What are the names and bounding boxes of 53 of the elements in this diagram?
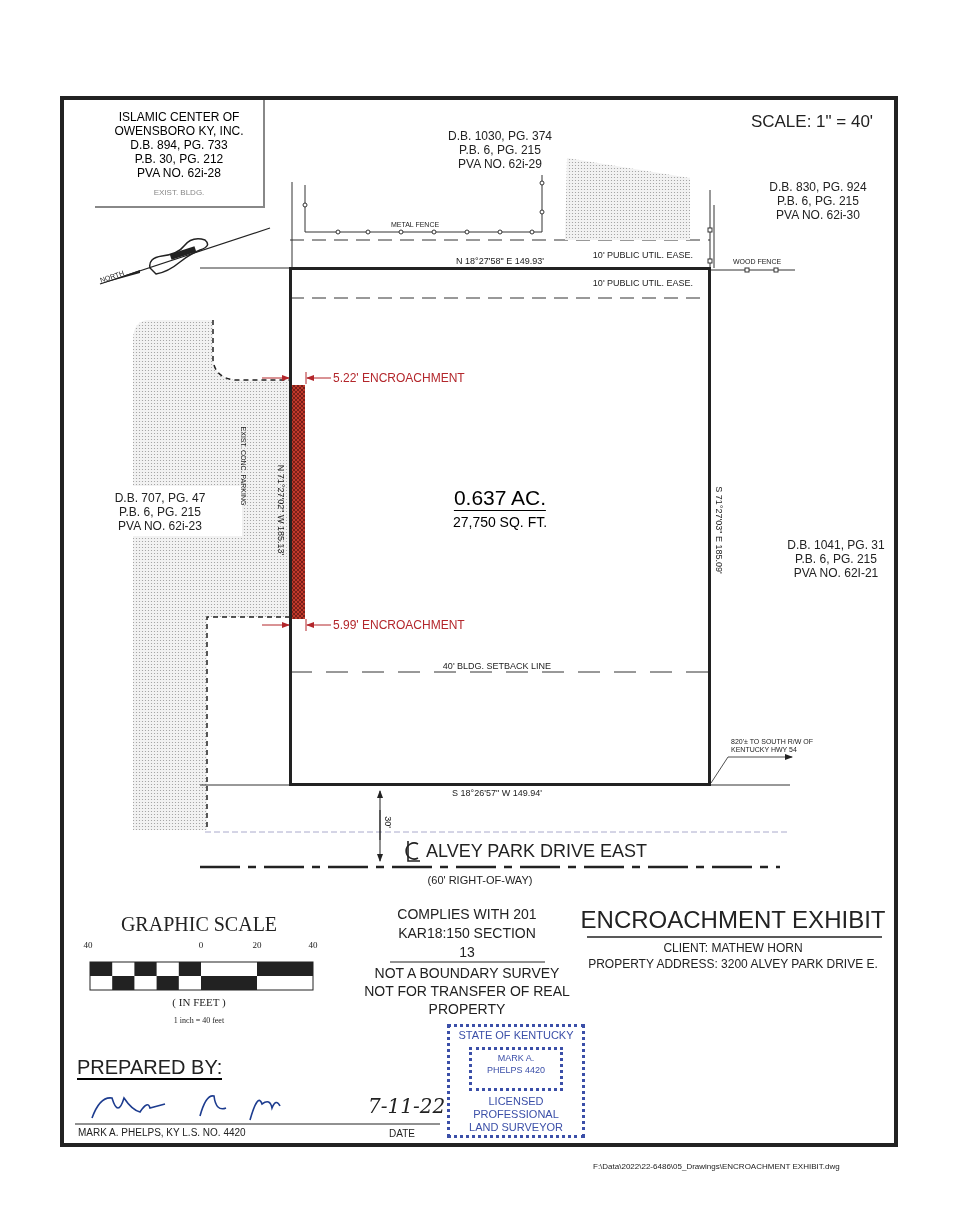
- building-box: [95, 100, 265, 208]
- scale-title: GRAPHIC SCALE: [120, 913, 278, 935]
- date-label: DATE: [389, 1128, 415, 1140]
- parcel-number: PVA NO. 62i-23: [118, 519, 202, 533]
- deed-reference: D.B. 707, PG. 47: [114, 491, 206, 505]
- title-heading: ENCROACHMENT EXHIBIT: [580, 906, 886, 934]
- scale-note: SCALE: 1" = 40': [750, 112, 874, 132]
- plat-reference: P.B. 6, PG. 215: [119, 505, 201, 519]
- deed-reference: D.B. 894, PG. 733: [130, 138, 228, 152]
- address-line: PROPERTY ADDRESS: 3200 ALVEY PARK DRIVE E.: [588, 957, 878, 971]
- scale-tick-label: 40: [308, 940, 318, 950]
- plat-reference: P.B. 6, PG. 215: [795, 552, 877, 566]
- right-of-way-label: (60' RIGHT-OF-WAY): [427, 874, 533, 886]
- scale-tick-label: 20: [252, 940, 262, 950]
- stamp-name: MARK A. PHELPS 4420: [485, 1052, 546, 1076]
- deed-reference: D.B. 830, PG. 924: [769, 180, 867, 194]
- area-label: 27,750 SQ. FT.: [452, 514, 548, 530]
- stamp-inner-box: [469, 1047, 563, 1091]
- parcel-number: PVA NO. 62i-29: [458, 157, 542, 171]
- encroachment-label: 5.99' ENCROACHMENT: [333, 618, 465, 632]
- plat-reference: P.B. 6, PG. 215: [777, 194, 859, 208]
- stamp-license: LICENSED PROFESSIONAL LAND SURVEYOR: [468, 1095, 564, 1134]
- easement-label: 10' PUBLIC UTIL. EASE.: [592, 278, 694, 288]
- building-note: EXIST. BLDG.: [153, 188, 205, 197]
- compliance-note: COMPLIES WITH 201 KAR18:150 SECTION 13: [396, 905, 538, 962]
- plat-reference: P.B. 6, PG. 215: [459, 143, 541, 157]
- setback-label: 40' BLDG. SETBACK LINE: [442, 661, 552, 671]
- parcel-number: PVA NO. 62i-28: [137, 166, 221, 180]
- owner-name: ISLAMIC CENTER OF OWENSBORO KY, INC.: [113, 110, 245, 138]
- scale-tick-label: 40: [83, 940, 93, 950]
- stamp-heading: STATE OF KENTUCKY: [457, 1029, 575, 1042]
- acreage-label: 0.637 AC.: [453, 486, 547, 511]
- parcel-number: PVA NO. 62i-30: [776, 208, 860, 222]
- deed-reference: D.B. 1041, PG. 31: [787, 538, 885, 552]
- encroachment-label: 5.22' ENCROACHMENT: [333, 371, 465, 385]
- dimension-label: 30': [383, 816, 393, 828]
- scale-tick-label: 0: [198, 940, 204, 950]
- file-path: F:\Data\2022\22-6486\05_Drawings\ENCROACHMENT EXHIBIT.dwg: [593, 1162, 840, 1171]
- client-line: CLIENT: MATHEW HORN: [663, 941, 803, 955]
- surveyor-stamp: [447, 1024, 585, 1138]
- prepared-by-heading: PREPARED BY:: [77, 1056, 223, 1080]
- building-outline: [565, 158, 690, 240]
- survey-disclaimer: NOT A BOUNDARY SURVEY NOT FOR TRANSFER OF REAL PROPERTY: [363, 964, 571, 1018]
- easement-label: 10' PUBLIC UTIL. EASE.: [592, 250, 694, 260]
- parcel-boundary: [289, 267, 711, 786]
- scale-note: 1 inch = 40 feet: [173, 1016, 225, 1025]
- deed-reference: D.B. 1030, PG. 374: [447, 129, 553, 143]
- street-name: ALVEY PARK DRIVE EAST: [426, 841, 648, 861]
- unit-label: ( IN FEET ): [172, 996, 226, 1008]
- plat-reference: P.B. 30, PG. 212: [134, 152, 224, 166]
- handwritten-date: 7-11-22: [368, 1095, 446, 1117]
- surveyor-name: MARK A. PHELPS, KY L.S. NO. 4420: [78, 1127, 246, 1139]
- parcel-number: PVA NO. 62I-21: [793, 566, 879, 580]
